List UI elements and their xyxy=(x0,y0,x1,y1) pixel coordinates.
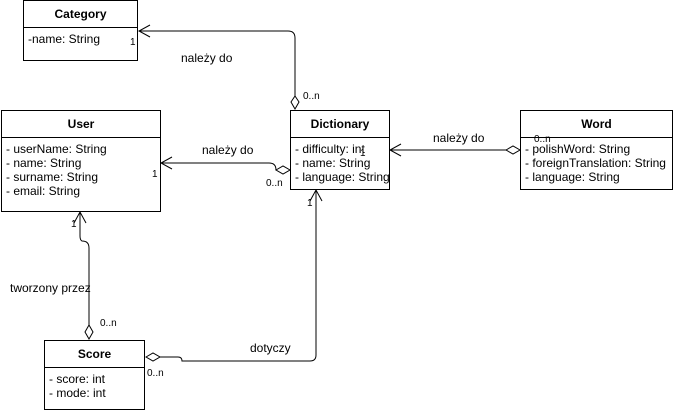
attribute: - language: String xyxy=(525,170,620,184)
attribute-list: - polishWord: String - foreignTranslatio… xyxy=(521,138,672,184)
attribute: - language: String xyxy=(295,170,390,184)
class-dictionary[interactable]: Dictionary - difficulty: int - name: Str… xyxy=(290,110,390,190)
arrowhead-user xyxy=(159,156,173,170)
attribute: - score: int xyxy=(49,372,106,386)
attribute: - polishWord: String xyxy=(525,142,631,156)
attribute: - name: String xyxy=(295,156,371,170)
class-divider xyxy=(291,137,389,138)
diamond-score-dictionary xyxy=(144,352,162,362)
arrowhead-category xyxy=(137,24,151,38)
class-divider xyxy=(24,27,137,28)
class-name: Score xyxy=(77,347,112,361)
multiplicity-category: 1 xyxy=(130,37,136,48)
attribute: - email: String xyxy=(6,184,81,198)
class-word[interactable]: Word - polishWord: String - foreignTrans… xyxy=(520,110,673,190)
diamond-score-user xyxy=(84,323,94,341)
class-name: User xyxy=(67,117,95,131)
diamond-dictionary-category xyxy=(290,95,300,111)
link-dictionary-user xyxy=(162,162,277,171)
attribute-list: - difficulty: int - name: String - langu… xyxy=(291,138,390,184)
attribute: - mode: int xyxy=(49,386,106,400)
arrowhead-user-score xyxy=(73,210,87,224)
class-divider xyxy=(2,137,160,138)
relation-label-dictionary-user: należy do xyxy=(202,143,254,157)
multiplicity-dictionary-to-category: 0..n xyxy=(303,91,320,102)
attribute-list: - score: int - mode: int xyxy=(45,368,144,400)
class-category[interactable]: Category -name: String xyxy=(23,0,138,61)
multiplicity-user: 1 xyxy=(152,169,158,180)
relation-label-word-dictionary: należy do xyxy=(433,131,485,145)
arrowhead-dictionary-word xyxy=(388,143,402,157)
class-user[interactable]: User - userName: String - name: String -… xyxy=(1,110,161,212)
class-divider xyxy=(521,137,672,138)
attribute: -name: String xyxy=(28,32,101,46)
relation-label-dictionary-category: należy do xyxy=(181,51,233,65)
relation-label-score-user: tworzony przez xyxy=(10,281,91,295)
class-name: Dictionary xyxy=(310,117,370,131)
link-score-dictionary xyxy=(160,191,317,362)
link-dictionary-category xyxy=(140,30,296,96)
attribute: - name: String xyxy=(6,156,82,170)
multiplicity-user-from-score: 1 xyxy=(71,219,77,230)
diamond-dictionary-user xyxy=(274,165,292,175)
attribute: - difficulty: int xyxy=(295,142,365,156)
attribute: - foreignTranslation: String xyxy=(525,156,666,170)
multiplicity-dictionary-from-word: 1 xyxy=(360,148,366,159)
attribute-list: -name: String xyxy=(24,28,137,46)
class-score[interactable]: Score - score: int - mode: int xyxy=(44,340,145,410)
multiplicity-dictionary-from-score: 1 xyxy=(307,198,313,209)
arrowhead-dictionary-score xyxy=(309,188,323,202)
multiplicity-score-to-user: 0..n xyxy=(100,318,117,329)
attribute-list: - userName: String - name: String - surn… xyxy=(2,138,160,198)
attribute: - surname: String xyxy=(6,170,99,184)
attribute: - userName: String xyxy=(6,142,107,156)
multiplicity-word: 0..n xyxy=(534,134,551,145)
diamond-word-dictionary xyxy=(504,145,522,155)
link-score-user xyxy=(79,213,90,325)
class-divider xyxy=(45,367,144,368)
multiplicity-score-to-dictionary: 0..n xyxy=(147,368,164,379)
multiplicity-dictionary-to-user: 0..n xyxy=(266,178,283,189)
relation-label-score-dictionary: dotyczy xyxy=(250,341,291,355)
class-name: Word xyxy=(581,117,612,131)
class-name: Category xyxy=(54,7,107,21)
